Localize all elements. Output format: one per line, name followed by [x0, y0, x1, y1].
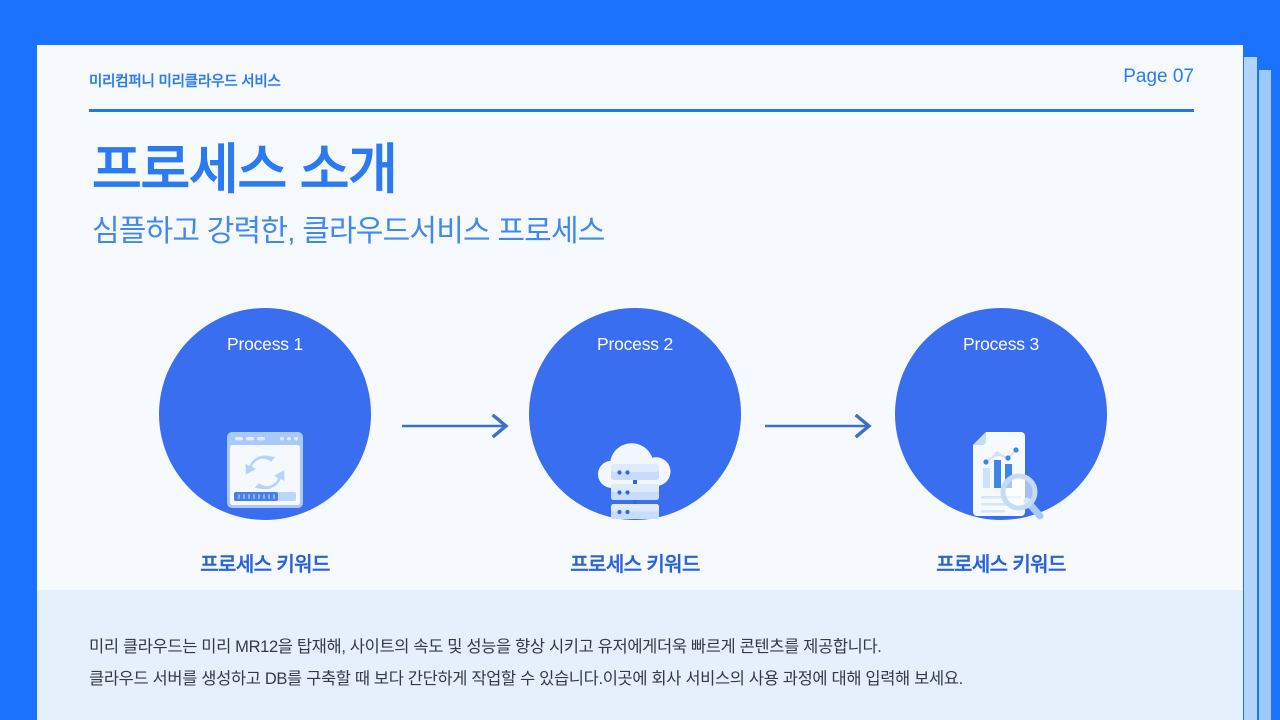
process-label-1: Process 1: [226, 334, 303, 354]
arrow-right-icon-1: [402, 413, 514, 439]
note-line-1: 미리 클라우드는 미리 MR12을 탑재해, 사이트의 속도 및 성능을 향상 …: [89, 638, 882, 656]
header-company-title: 미리컴퍼니 미리클라우드 서비스: [89, 74, 281, 90]
header-divider: [89, 109, 1194, 112]
process-item-1: Process 1: [159, 308, 371, 598]
page-title: 프로세스 소개: [92, 140, 398, 200]
slide-card: 미리컴퍼니 미리클라우드 서비스 Page 07 프로세스 소개 심플하고 강력…: [37, 45, 1243, 720]
page-number-label: Page 07: [1123, 66, 1194, 87]
process-keyword-3: 프로세스 키워드: [936, 554, 1066, 576]
document-chart-search-icon: [953, 426, 1049, 522]
process-item-2: Process 2: [529, 308, 741, 598]
process-item-3: Process 3: [895, 308, 1107, 598]
arrow-right-icon-2: [765, 413, 877, 439]
process-label-3: Process 3: [962, 334, 1039, 354]
note-line-2: 클라우드 서버를 생성하고 DB를 구축할 때 보다 간단하게 작업할 수 있습…: [89, 670, 963, 688]
process-label-2: Process 2: [596, 334, 673, 354]
slide-header: 미리컴퍼니 미리클라우드 서비스 Page 07: [89, 66, 1194, 136]
process-keyword-1: 프로세스 키워드: [200, 554, 330, 576]
note-panel: 미리 클라우드는 미리 MR12을 탑재해, 사이트의 속도 및 성능을 향상 …: [37, 590, 1243, 720]
browser-sync-icon: [217, 426, 313, 522]
cloud-server-icon: [587, 426, 683, 522]
page-subtitle: 심플하고 강력한, 클라우드서비스 프로세스: [92, 215, 605, 249]
process-keyword-2: 프로세스 키워드: [570, 554, 700, 576]
title-block: 프로세스 소개 심플하고 강력한, 클라우드서비스 프로세스: [92, 140, 992, 250]
decorative-bar-inner: [1259, 70, 1271, 720]
decorative-bar-outer: [1244, 57, 1257, 720]
process-diagram: Process 1: [37, 308, 1243, 598]
